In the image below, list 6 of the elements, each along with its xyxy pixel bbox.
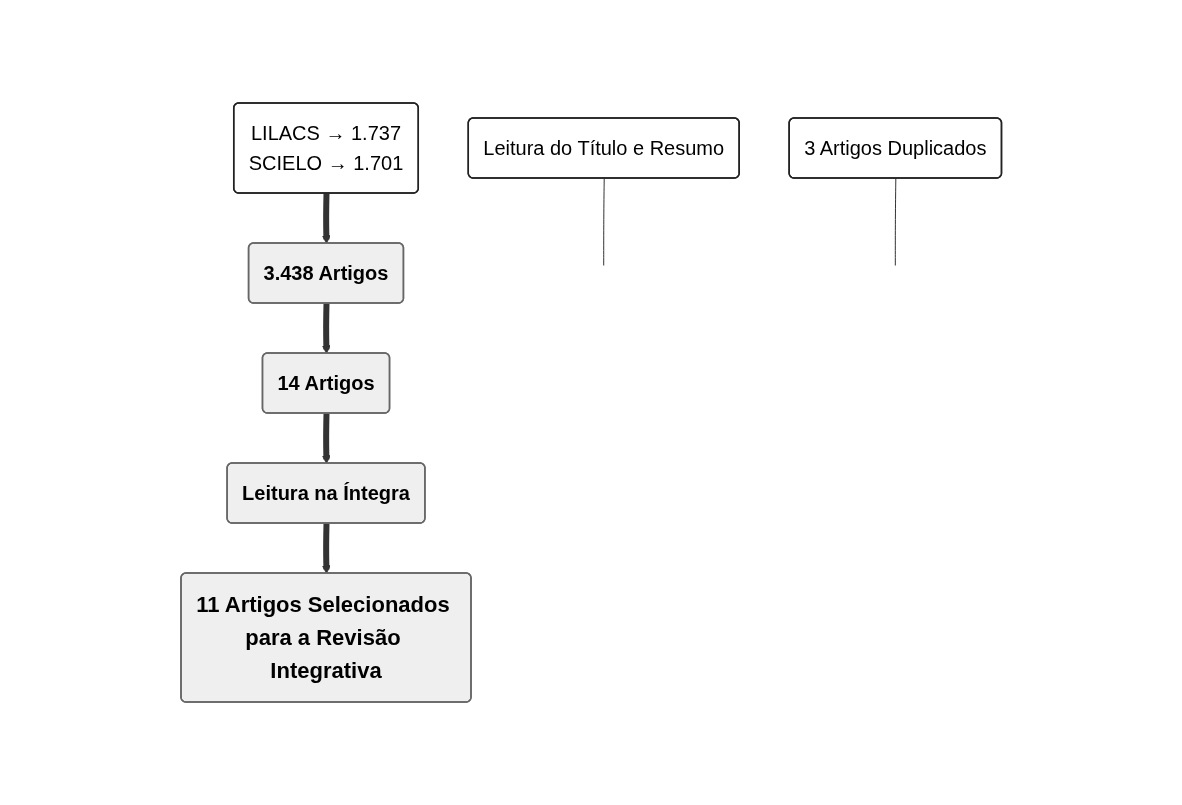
arrow bbox=[321, 193, 331, 244]
arrow bbox=[321, 303, 331, 354]
connector bbox=[894, 178, 897, 266]
arrow bbox=[321, 413, 331, 464]
connector bbox=[602, 178, 605, 266]
arrow bbox=[321, 523, 331, 574]
